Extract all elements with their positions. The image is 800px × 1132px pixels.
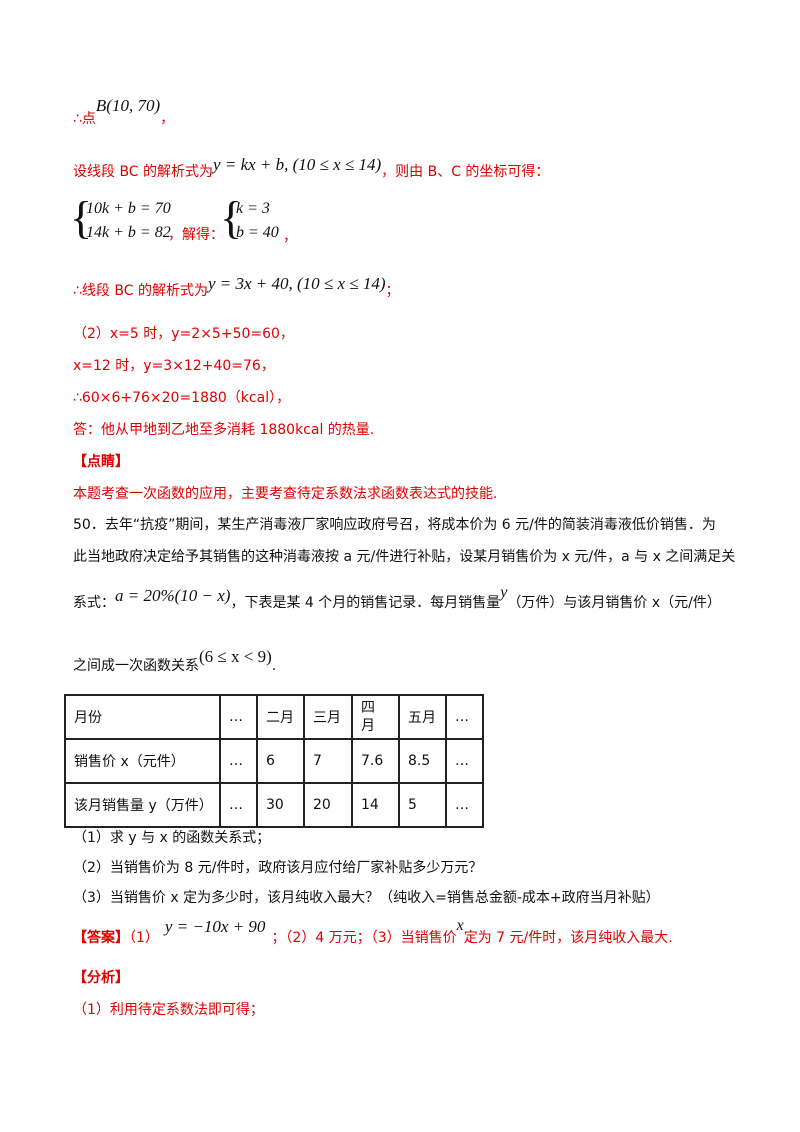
table-cell: 20 <box>303 782 353 828</box>
table-cell: 5 <box>398 782 447 828</box>
part2-line-2: x=12 时，y=3×12+40=76， <box>73 358 275 374</box>
table-cell: 8.5 <box>398 738 447 784</box>
point-prefix: ∴点 <box>73 111 96 127</box>
table-cell: 7.6 <box>351 738 400 784</box>
table-cell: 二月 <box>256 694 305 740</box>
answer-line: 答：他从甲地到乙地至多消耗 1880kcal 的热量. <box>73 422 375 438</box>
table-cell: 该月销售量 y（万件） <box>64 782 221 828</box>
q50-line-2: 此当地政府决定给予其销售的这种消毒液按 a 元/件进行补贴，设某月销售价为 x … <box>73 549 736 565</box>
table-cell: 五月 <box>398 694 447 740</box>
q50-line4-formula: (6 ≤ x < 9) <box>199 647 272 666</box>
table-cell: … <box>445 738 484 784</box>
system2-brace: { <box>220 192 243 243</box>
answer-part1-label: （1） <box>129 930 159 946</box>
answer-part3: 定为 7 元/件时，该月纯收入最大. <box>463 930 673 946</box>
table-cell: 月份 <box>64 694 221 740</box>
equation-2: 14k + b = 82 <box>86 224 171 241</box>
q50-line3-formula: a = 20%(10 − x) <box>115 586 231 605</box>
q50-line4-suffix: . <box>271 658 277 674</box>
table-cell: … <box>219 738 258 784</box>
table-cell: 三月 <box>303 694 353 740</box>
q50-line-4: 之间成一次函数关系(6 ≤ x < 9). <box>73 647 276 674</box>
table-row: 销售价 x（元件） … 6 7 7.6 8.5 … <box>64 738 484 784</box>
equation-system-1: 10k + b = 70 14k + b = 82 <box>86 197 171 245</box>
part2-line-1: （2）x=5 时，y=2×5+50=60， <box>73 326 294 342</box>
q50-line4-prefix: 之间成一次函数关系 <box>73 658 199 674</box>
bc-setup-formula: y = kx + b, (10 ≤ x ≤ 14) <box>213 155 382 174</box>
bc-result-line: ∴线段 BC 的解析式为y = 3x + 40, (10 ≤ x ≤ 14)； <box>73 274 400 299</box>
table-cell: … <box>219 782 258 828</box>
table-cell: 6 <box>256 738 305 784</box>
answer-block: 【答案】（1） y = −10x + 90 ；（2）4 万元；（3）当销售价x定为 … <box>73 917 673 946</box>
table-cell: 30 <box>256 782 305 828</box>
table-header-row: 月份 … 二月 三月 四 月 五月 … <box>64 694 484 740</box>
q50-line3-suffix: ，下表是某 4 个月的销售记录．每月销售量 <box>230 595 501 611</box>
question-1: （1）求 y 与 x 的函数关系式； <box>73 830 271 846</box>
comment-tag: 【点睛】 <box>73 454 129 470</box>
point-b-line: ∴点B(10, 70)， <box>73 96 174 127</box>
bc-setup-suffix: ，则由 B、C 的坐标可得： <box>381 164 550 180</box>
q50-line3-tail: （万件）与该月销售价 x（元/件） <box>507 595 721 611</box>
system2-suffix: ， <box>283 229 297 245</box>
q50-line-1: 50．去年“抗疫”期间，某生产消毒液厂家响应政府号召，将成本价为 6 元/件的简… <box>73 517 716 533</box>
table-cell: … <box>445 782 484 828</box>
point-suffix: ， <box>160 111 175 127</box>
answer-var: x <box>456 917 464 934</box>
bc-result-formula: y = 3x + 40, (10 ≤ x ≤ 14) <box>207 274 386 293</box>
solution-b: b = 40 <box>236 224 279 241</box>
solution-k: k = 3 <box>236 200 270 217</box>
part2-line-3: ∴60×6+76×20=1880（kcal）， <box>73 390 291 406</box>
bc-setup-line: 设线段 BC 的解析式为y = kx + b, (10 ≤ x ≤ 14)，则由… <box>73 155 549 180</box>
q50-line3-prefix: 系式： <box>73 595 115 611</box>
sales-table: 月份 … 二月 三月 四 月 五月 … 销售价 x（元件） … 6 7 7.6 … <box>64 694 484 828</box>
answer-formula: y = −10x + 90 <box>164 917 266 936</box>
q50-line3-var: y <box>500 584 508 601</box>
system1-brace: { <box>70 192 93 243</box>
equation-1: 10k + b = 70 <box>86 200 171 217</box>
point-b-formula: B(10, 70) <box>95 96 161 115</box>
question-2: （2）当销售价为 8 元/件时，政府该月应付给厂家补贴多少万元？ <box>73 860 483 876</box>
table-cell: … <box>445 694 484 740</box>
comment-text: 本题考查一次函数的应用，主要考查待定系数法求函数表达式的技能. <box>73 486 498 502</box>
table-cell: 14 <box>351 782 400 828</box>
table-cell: 7 <box>303 738 353 784</box>
table-row: 该月销售量 y（万件） … 30 20 14 5 … <box>64 782 484 828</box>
bc-setup-prefix: 设线段 BC 的解析式为 <box>73 164 214 180</box>
solve-label: ，解得： <box>168 227 224 243</box>
equation-system-2: k = 3 b = 40 <box>236 197 279 245</box>
bc-result-prefix: ∴线段 BC 的解析式为 <box>73 283 208 299</box>
q50-line-3: 系式：a = 20%(10 − x)，下表是某 4 个月的销售记录．每月销售量y… <box>73 584 721 611</box>
analysis-line-1: （1）利用待定系数法即可得； <box>73 1002 264 1018</box>
table-cell: 销售价 x（元件） <box>64 738 221 784</box>
answer-tag: 【答案】 <box>73 930 129 946</box>
analysis-tag: 【分析】 <box>73 970 129 986</box>
question-3: （3）当销售价 x 定为多少时，该月纯收入最大？（纯收入=销售总金额-成本+政府… <box>73 890 660 906</box>
answer-part2: ；（2）4 万元；（3）当销售价 <box>271 930 457 946</box>
table-cell: 四 月 <box>351 694 400 740</box>
table-cell: … <box>219 694 258 740</box>
bc-result-suffix: ； <box>385 283 400 299</box>
